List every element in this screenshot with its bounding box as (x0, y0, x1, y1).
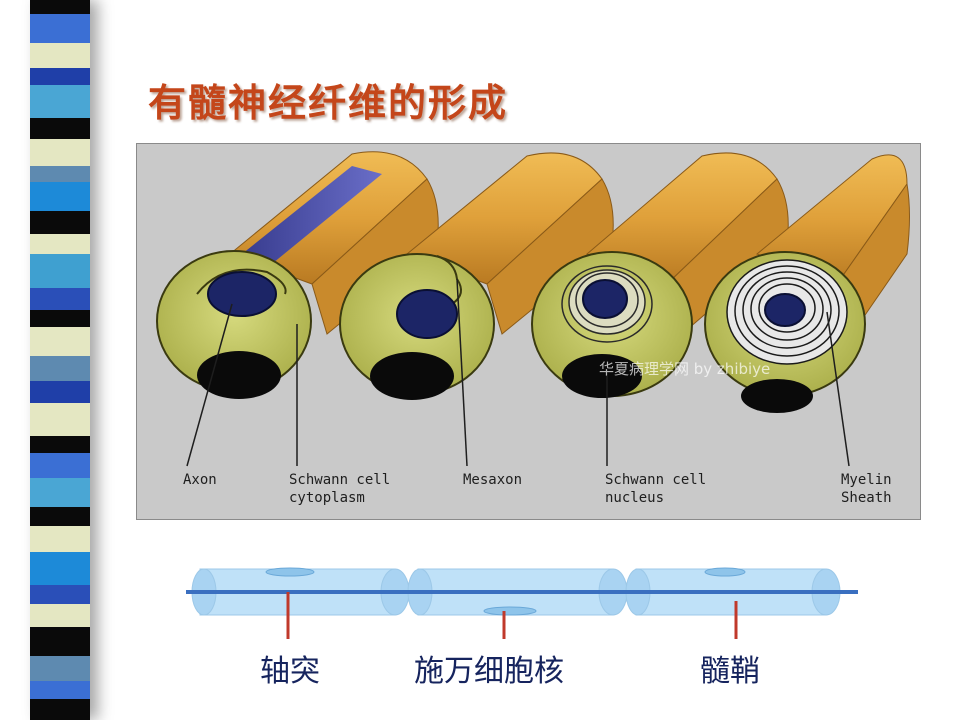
stage-3 (531, 152, 789, 398)
nerve-fiber-schematic (186, 567, 858, 639)
stripe (30, 507, 90, 527)
slide-title: 有髓神经纤维的形成 (148, 80, 509, 125)
nucleus-mark-3 (704, 567, 746, 577)
stripe (30, 253, 90, 289)
stripe (30, 584, 90, 604)
stripe (30, 698, 90, 720)
myelination-illustration (156, 151, 910, 467)
label-mesaxon: Mesaxon (463, 472, 523, 488)
stage-4 (704, 154, 910, 413)
label-myelin-line1: Myelin (841, 472, 892, 488)
stripe (30, 309, 90, 328)
myelination-diagram: Axon Schwann cell cytoplasm Mesaxon Schw… (136, 143, 921, 520)
stripe (30, 452, 90, 479)
stage-2 (339, 152, 614, 400)
watermark: 华夏病理学网 by zhibiye (599, 360, 771, 378)
stripe (30, 166, 90, 182)
label-axon: Axon (183, 472, 217, 488)
stripe (30, 435, 90, 453)
label-schwann-cytoplasm-line1: Schwann cell (289, 472, 391, 488)
stripe (30, 139, 90, 167)
stripe (30, 681, 90, 699)
label-schwann-nucleus-line1: Schwann cell (605, 472, 707, 488)
stage-1 (156, 151, 439, 399)
stripe (30, 603, 90, 628)
stripe (30, 551, 90, 585)
stripe (30, 13, 90, 43)
stripe (30, 181, 90, 211)
stripe (30, 356, 90, 382)
stripe (30, 42, 90, 68)
stripe (30, 234, 90, 254)
nucleus-mark-1 (265, 567, 315, 577)
label-zh-axon: 轴突 (260, 654, 320, 689)
stripe (30, 402, 90, 436)
stripe (30, 0, 90, 14)
stripe (30, 118, 90, 140)
stripe (30, 327, 90, 357)
stripe (30, 85, 90, 119)
label-zh-myelin: 髓鞘 (700, 654, 760, 689)
label-myelin-line2: Sheath (841, 490, 892, 506)
stripe (30, 478, 90, 508)
label-zh-schwann-nucleus: 施万细胞核 (414, 654, 564, 689)
label-schwann-cytoplasm-line2: cytoplasm (289, 490, 365, 506)
stripe (30, 67, 90, 86)
decorative-stripe-bar (30, 0, 90, 720)
stripe (30, 210, 90, 235)
stripe (30, 526, 90, 552)
leader-lines (186, 278, 850, 467)
stripe (30, 627, 90, 657)
stripe (30, 288, 90, 310)
stripe (30, 381, 90, 403)
stripe (30, 656, 90, 682)
label-schwann-nucleus-line2: nucleus (605, 490, 665, 506)
nucleus-mark-2 (483, 606, 537, 616)
